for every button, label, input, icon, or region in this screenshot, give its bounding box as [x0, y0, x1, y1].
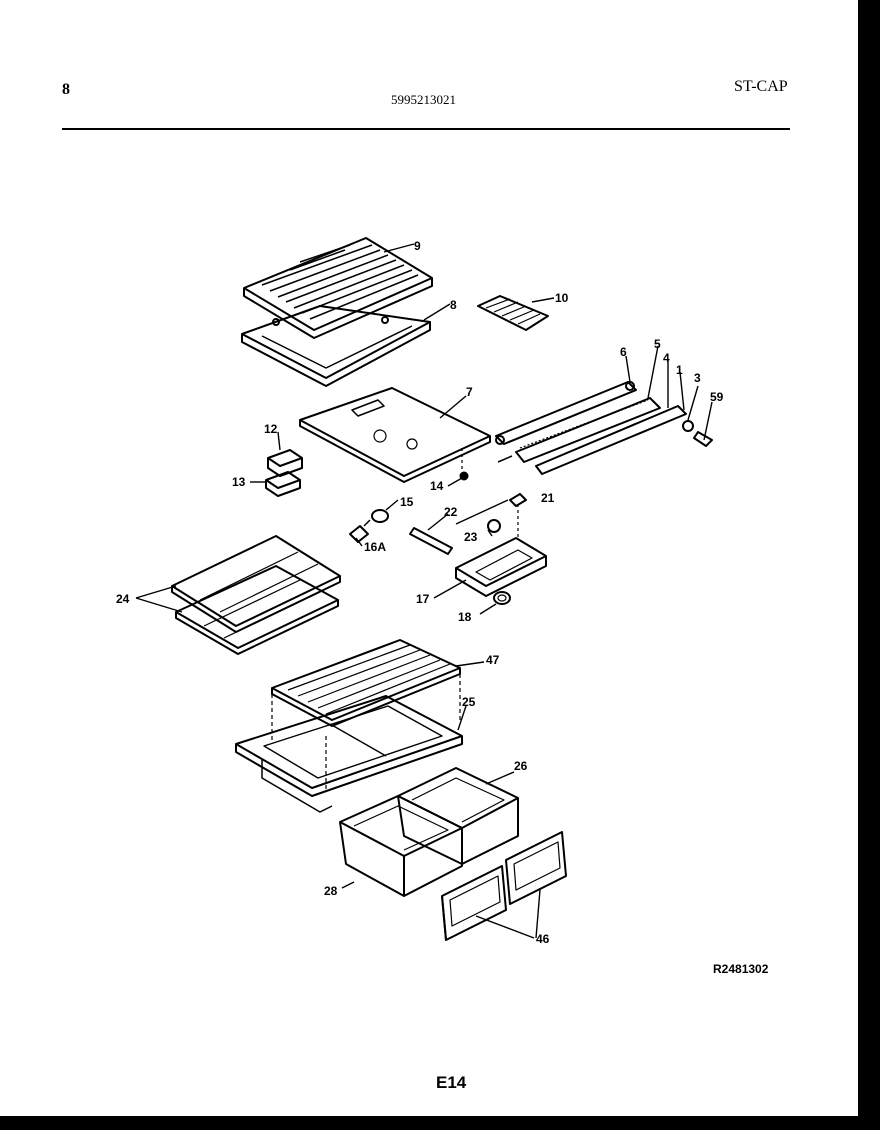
part-28-crisper-drawer: [339, 795, 463, 897]
part-14-screw: [459, 471, 469, 481]
part-number: 5995213021: [391, 92, 456, 107]
callout-25: 25: [462, 695, 476, 709]
parts-12-13-clips: [265, 449, 303, 497]
callout-17: 17: [416, 592, 430, 606]
part-10-vent-grille: [477, 295, 549, 331]
callout-47: 47: [486, 653, 500, 667]
part-25-crisper-frame: [235, 695, 463, 813]
callout-22: 22: [444, 505, 458, 519]
callout-10: 10: [555, 291, 569, 305]
parts-15-16a-hardware: [349, 509, 389, 543]
part-9-freezer-shelf: [243, 237, 433, 339]
part-23-knob: [487, 519, 501, 533]
callout-13: 13: [232, 475, 246, 489]
part-17-control-housing: [455, 537, 547, 597]
model-code: ST-CAP: [734, 78, 788, 95]
callout-46: 46: [536, 932, 550, 946]
callout-5: 5: [654, 337, 661, 351]
parts-3-59-fittings: [682, 420, 713, 447]
callout-14: 14: [430, 479, 444, 493]
callout-1: 1: [676, 363, 683, 377]
callout-21: 21: [541, 491, 555, 505]
header-rule: [62, 128, 790, 130]
part-8-shelf-frame: [241, 305, 431, 387]
callout-3: 3: [694, 371, 701, 385]
callout-28: 28: [324, 884, 338, 898]
callout-6: 6: [620, 345, 627, 359]
callout-24: 24: [116, 592, 130, 606]
part-22-rod: [409, 527, 453, 555]
callout-23: 23: [464, 530, 478, 544]
part-7-glass-shelf: [299, 387, 491, 483]
callout-59: 59: [710, 390, 724, 404]
callout-15: 15: [400, 495, 414, 509]
part-47-crisper-cover: [271, 639, 461, 740]
callout-9: 9: [414, 239, 421, 253]
callout-16a: 16A: [364, 540, 386, 554]
part-46-drawer-fronts: [441, 831, 567, 941]
callout-leader-lines: [135, 243, 713, 939]
callout-8: 8: [450, 298, 457, 312]
part-21-fastener: [509, 493, 527, 540]
callout-4: 4: [663, 351, 670, 365]
drawing-code: R2481302: [713, 962, 769, 976]
callout-26: 26: [514, 759, 528, 773]
callout-7: 7: [466, 385, 473, 399]
page-number: E14: [436, 1073, 467, 1092]
parts-6-5-4-shelf-rails: [495, 381, 687, 475]
callout-18: 18: [458, 610, 472, 624]
part-18-dial: [493, 591, 511, 605]
page-index: 8: [62, 81, 70, 98]
callout-12: 12: [264, 422, 278, 436]
callout-labels: 9 8 10 6 5 4 1 3 59 7 12 13 14 15 16A 22…: [116, 239, 724, 946]
part-24-refrigerator-shelves: [171, 535, 341, 655]
